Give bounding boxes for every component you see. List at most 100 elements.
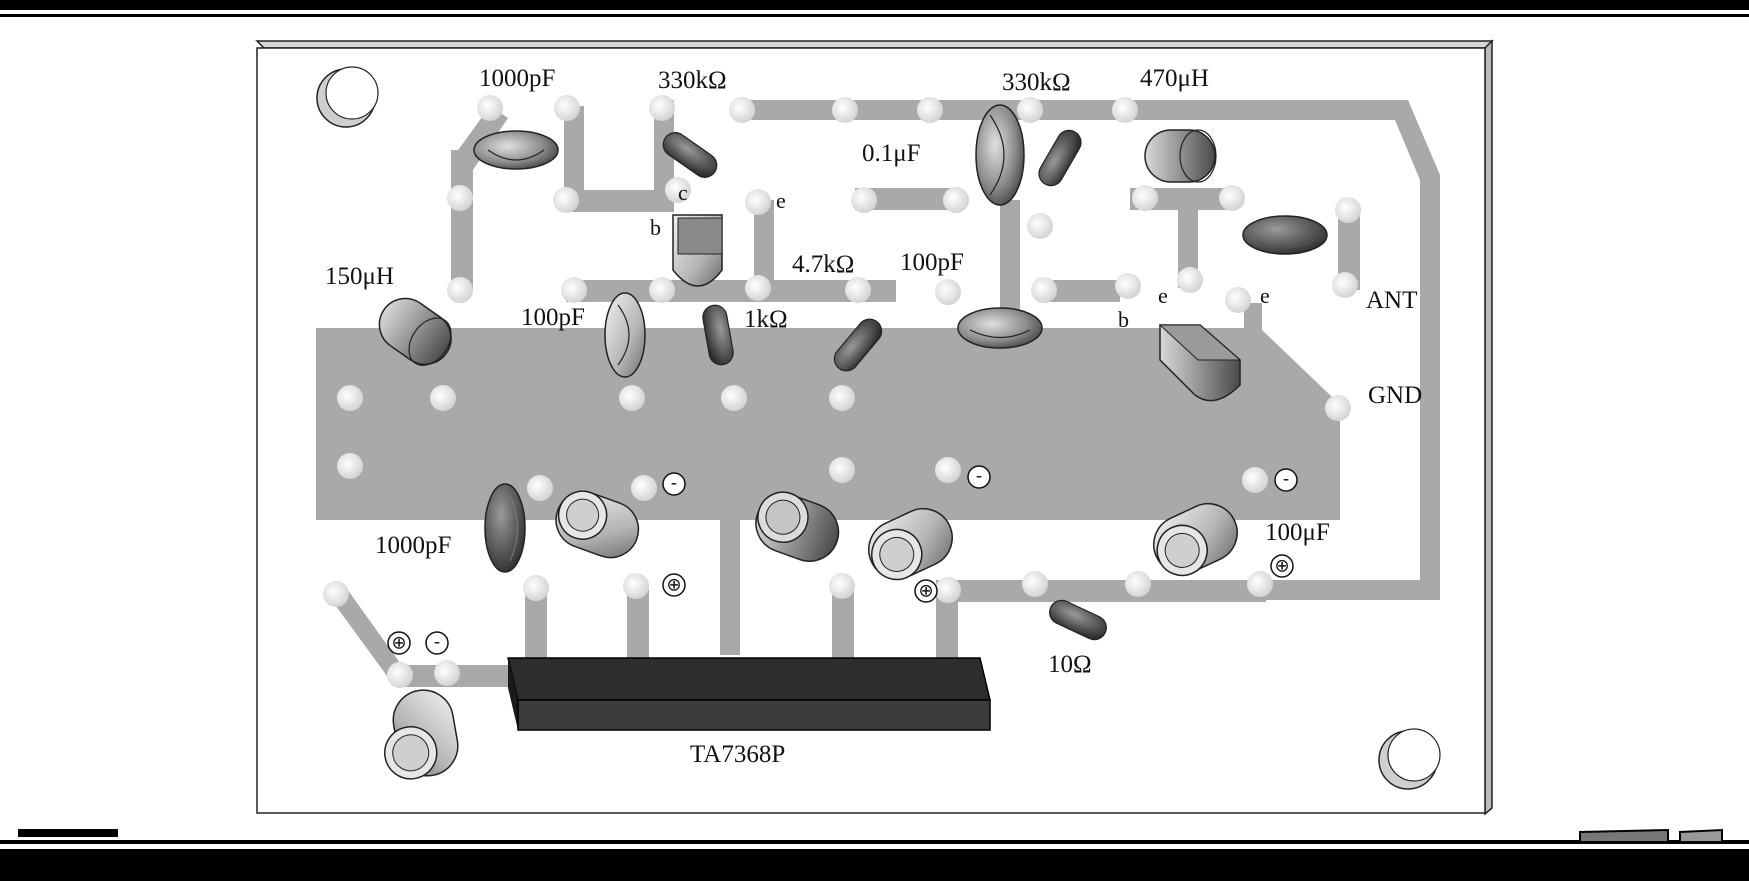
ground-plane — [316, 303, 1340, 655]
label-100pf-left: 100pF — [521, 304, 585, 331]
capacitor-100pf-mid — [957, 307, 1043, 349]
svg-text:⊕: ⊕ — [918, 581, 933, 602]
electrolytic-capacitor-power — [383, 689, 459, 780]
solder-pad — [1242, 467, 1268, 493]
solder-pad — [829, 573, 855, 599]
label-470uh: 470μH — [1140, 65, 1209, 92]
mounting-hole-top-left — [316, 66, 379, 128]
label-10-ohm: 10Ω — [1048, 651, 1092, 678]
solder-pad — [1325, 395, 1351, 421]
solder-pad — [649, 95, 675, 121]
electrolytic-capacitor-100uf — [1153, 503, 1238, 577]
minus-marker-power: - — [425, 631, 449, 655]
plus-marker-1: ⊕ — [662, 573, 686, 597]
solder-pad — [387, 662, 413, 688]
capacitor-100pf-left — [604, 292, 646, 378]
solder-pad — [1335, 197, 1361, 223]
pin-label-t1-b: b — [650, 215, 661, 240]
solder-pad — [447, 185, 473, 211]
solder-pad — [1177, 267, 1203, 293]
svg-text:⊕: ⊕ — [666, 575, 681, 596]
solder-pad — [1031, 277, 1057, 303]
solder-pad — [935, 577, 961, 603]
pin-labels: c b e e e b — [650, 180, 1270, 332]
minus-marker-1: - — [662, 472, 686, 496]
minus-marker-2: - — [967, 465, 991, 489]
capacitor-1000pf-bottom — [484, 483, 526, 573]
solder-pad — [619, 385, 645, 411]
solder-pads — [323, 95, 1361, 688]
solder-pad — [1332, 272, 1358, 298]
solder-pad — [554, 95, 580, 121]
inductor-470uh — [1144, 129, 1217, 183]
capacitor-0-1uf — [975, 104, 1025, 206]
solder-pad — [665, 177, 691, 203]
pin-label-t2-e-left: e — [1158, 283, 1168, 308]
solder-pad — [1225, 287, 1251, 313]
label-100pf-mid: 100pF — [900, 249, 964, 276]
label-1000pf-top: 1000pF — [479, 65, 555, 92]
solder-pad — [561, 277, 587, 303]
resistor-330k-right — [1038, 129, 1082, 187]
solder-pad — [745, 189, 771, 215]
solder-pad — [721, 385, 747, 411]
solder-pad — [832, 97, 858, 123]
inductor-150uh — [378, 297, 452, 366]
svg-text:⊕: ⊕ — [391, 633, 406, 654]
solder-pad — [829, 457, 855, 483]
electrolytic-capacitor-3 — [868, 508, 953, 581]
resistor-1k — [702, 304, 734, 366]
svg-text:-: - — [434, 632, 441, 653]
transistor-2 — [1158, 324, 1242, 402]
resistor-330k-left — [662, 132, 718, 178]
ic-chip-ta7368p — [507, 657, 991, 731]
label-ant: ANT — [1366, 287, 1417, 314]
capacitor-ant-disc — [1242, 215, 1328, 255]
solder-pad — [337, 385, 363, 411]
solder-pad — [745, 275, 771, 301]
label-330k-right: 330kΩ — [1002, 69, 1071, 96]
solder-pad — [935, 279, 961, 305]
capacitor-1000pf-top — [473, 130, 559, 170]
mounting-hole-bottom-right — [1378, 728, 1441, 790]
pin-label-t2-e-right: e — [1260, 283, 1270, 308]
plus-marker-2: ⊕ — [914, 579, 938, 603]
polarity-markers: - ⊕ - ⊕ - ⊕ ⊕ - — [387, 465, 1298, 655]
label-ic-ta7368p: TA7368P — [690, 741, 785, 768]
svg-text:-: - — [976, 466, 983, 487]
component-labels: 1000pF 330kΩ 330kΩ 470μH 0.1μF 150μH 4.7… — [325, 65, 1422, 768]
solder-pad — [553, 187, 579, 213]
solder-pad — [631, 475, 657, 501]
solder-pad — [1132, 185, 1158, 211]
solder-pad — [917, 97, 943, 123]
components — [378, 104, 1328, 780]
solder-pad — [1219, 185, 1245, 211]
plus-marker-3: ⊕ — [1270, 554, 1294, 578]
solder-pad — [649, 277, 675, 303]
label-1000pf-bottom: 1000pF — [375, 532, 451, 559]
label-150uh: 150μH — [325, 263, 394, 290]
solder-pad — [1112, 97, 1138, 123]
solder-pad — [851, 187, 877, 213]
solder-pad — [337, 453, 363, 479]
solder-pad — [623, 573, 649, 599]
solder-pad — [845, 277, 871, 303]
pin-label-t2-b: b — [1118, 307, 1129, 332]
resistor-4-7k — [833, 318, 883, 372]
svg-text:-: - — [671, 473, 678, 494]
electrolytic-capacitor-2 — [755, 491, 840, 562]
svg-text:⊕: ⊕ — [1274, 556, 1289, 577]
minus-marker-3: - — [1274, 468, 1298, 492]
solder-pad — [935, 457, 961, 483]
solder-pad — [323, 581, 349, 607]
solder-pad — [523, 575, 549, 601]
copper-traces — [316, 100, 1440, 687]
label-4-7k: 4.7kΩ — [792, 251, 854, 278]
solder-pad — [1017, 97, 1043, 123]
pin-label-t1-e: e — [776, 188, 786, 213]
svg-text:-: - — [1283, 469, 1290, 490]
solder-pad — [729, 97, 755, 123]
solder-pad — [1115, 273, 1141, 299]
transistor-1 — [672, 214, 723, 287]
